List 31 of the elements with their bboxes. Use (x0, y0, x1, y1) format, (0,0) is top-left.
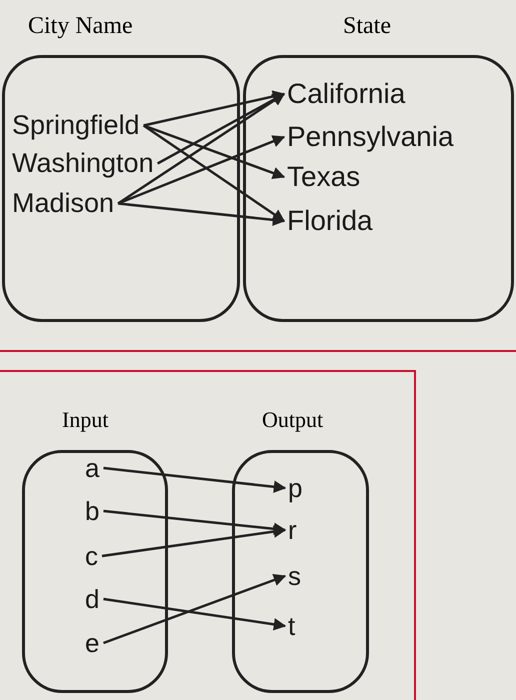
set-element: Florida (287, 207, 373, 235)
set-element: r (288, 517, 297, 543)
set-element: Texas (287, 163, 360, 191)
arrow (118, 135, 286, 205)
set-element: c (85, 543, 98, 569)
set-heading: Output (262, 409, 324, 431)
arrow (143, 124, 286, 179)
arrow (103, 574, 286, 644)
set-element: Springfield (12, 112, 140, 139)
set-element: d (85, 586, 100, 612)
set-element: Pennsylvania (287, 123, 454, 151)
set-heading: State (343, 14, 391, 38)
arrow (118, 202, 286, 226)
set-element: s (288, 563, 301, 589)
arrow (103, 510, 286, 536)
arrow (103, 466, 286, 493)
set-element: e (85, 630, 100, 656)
set-element: California (287, 80, 406, 108)
set-element: a (85, 455, 100, 481)
set-element: p (288, 475, 302, 501)
set-heading: City Name (28, 14, 133, 38)
set-heading: Input (62, 409, 108, 431)
arrow (102, 525, 286, 558)
arrow (103, 598, 286, 631)
set-element: Madison (12, 190, 114, 217)
set-element: b (85, 498, 100, 524)
set-element: t (288, 613, 296, 639)
arrow (143, 90, 286, 127)
arrow (142, 124, 286, 222)
arrow (117, 92, 286, 205)
set-element: Washington (12, 150, 154, 177)
